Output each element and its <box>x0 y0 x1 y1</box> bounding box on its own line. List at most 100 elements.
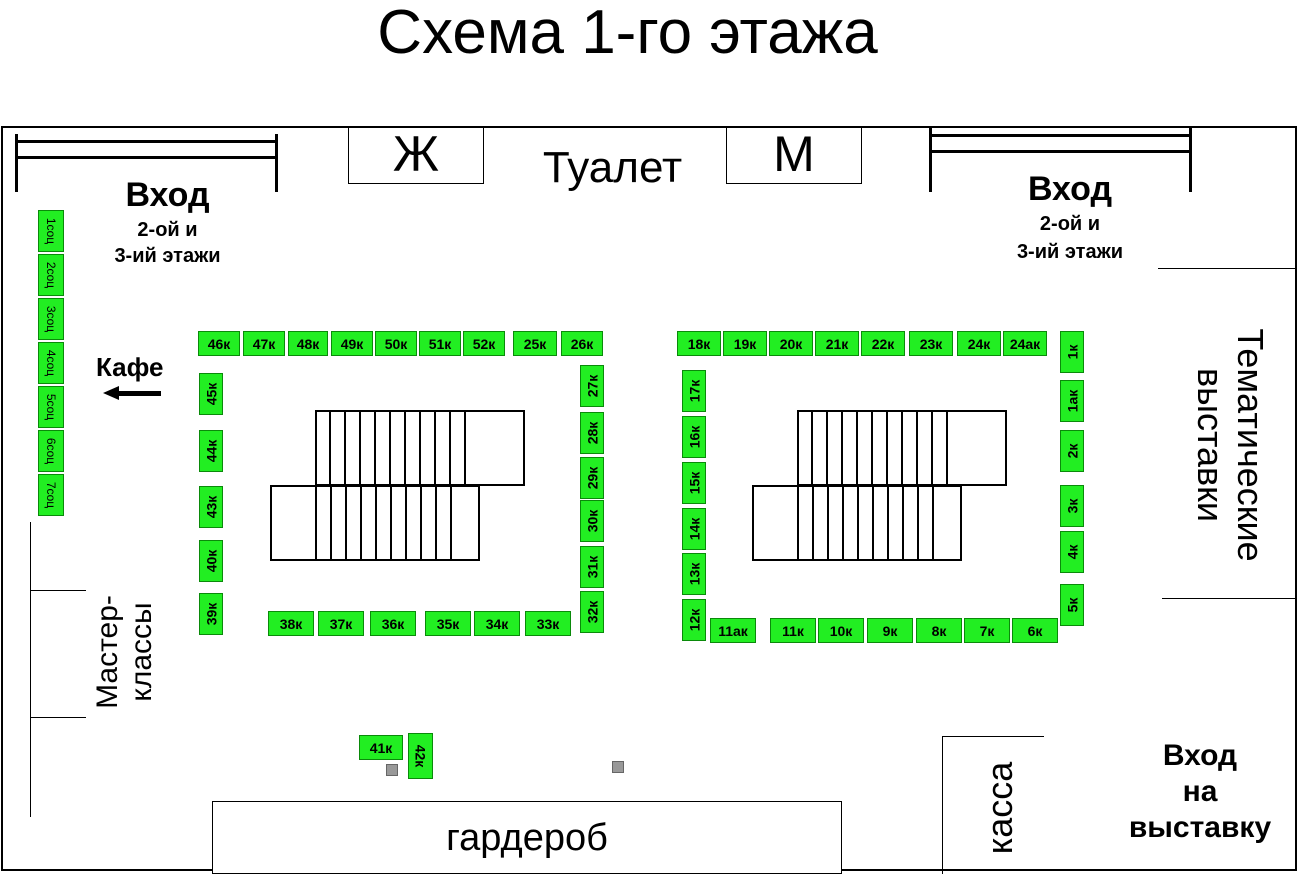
stall-22к: 22к <box>861 331 905 356</box>
stall-30к: 30к <box>580 500 604 542</box>
stall-7к: 7к <box>964 618 1010 643</box>
exhibition-entrance-line2: на <box>1182 775 1218 808</box>
stall-28к: 28к <box>580 412 604 454</box>
stall-14к: 14к <box>682 508 706 550</box>
stall-49к: 49к <box>331 331 373 356</box>
entrance-right-title: Вход <box>1027 170 1113 208</box>
stall-44к: 44к <box>199 430 223 472</box>
stall-12к: 12к <box>682 599 706 641</box>
stall-11к: 11к <box>770 618 816 643</box>
stall-19к: 19к <box>723 331 767 356</box>
stall-36к: 36к <box>370 611 416 636</box>
stall-3соц: 3соц <box>38 298 64 340</box>
cashier-wall-left <box>942 736 943 874</box>
stall-48к: 48к <box>288 331 328 356</box>
exhibition-entrance-line3: выставку <box>1128 811 1272 844</box>
stall-29к: 29к <box>580 457 604 499</box>
thematic-label: Тематические выставки <box>1190 295 1271 595</box>
toilet-label: Туалет <box>542 143 683 192</box>
stall-13к: 13к <box>682 553 706 595</box>
stall-42к: 42к <box>408 733 433 779</box>
stall-34к: 34к <box>474 611 520 636</box>
stall-32к: 32к <box>580 591 604 633</box>
master-line1: Мастер- <box>91 595 124 709</box>
stall-6соц: 6соц <box>38 430 64 472</box>
stall-25к: 25к <box>513 331 557 356</box>
thematic-divider-top <box>1158 268 1297 269</box>
master-classes-label: Мастер- классы <box>91 572 161 732</box>
stall-45к: 45к <box>199 373 223 415</box>
stall-1соц: 1соц <box>38 210 64 252</box>
stall-2соц: 2соц <box>38 254 64 296</box>
column-marker-1 <box>386 764 398 776</box>
stall-33к: 33к <box>525 611 571 636</box>
stall-3к: 3к <box>1060 485 1084 527</box>
column-marker-2 <box>612 761 624 773</box>
stall-51к: 51к <box>419 331 461 356</box>
stall-27к: 27к <box>580 365 604 407</box>
women-toilet: Ж <box>348 127 484 184</box>
entrance-right-line1: 2-ой и <box>1039 213 1101 235</box>
stall-8к: 8к <box>916 618 962 643</box>
staircase-left <box>270 410 525 561</box>
stall-35к: 35к <box>425 611 471 636</box>
stall-2к: 2к <box>1060 430 1084 472</box>
stall-41к: 41к <box>359 735 403 760</box>
stall-10к: 10к <box>818 618 864 643</box>
stall-39к: 39к <box>199 593 223 635</box>
stall-24ак: 24ак <box>1003 331 1047 356</box>
stall-52к: 52к <box>463 331 505 356</box>
stall-16к: 16к <box>682 416 706 458</box>
stall-38к: 38к <box>268 611 314 636</box>
thematic-line2: выставки <box>1190 367 1231 523</box>
staircase-right <box>752 410 1007 561</box>
women-toilet-label: Ж <box>392 126 440 182</box>
stall-47к: 47к <box>243 331 285 356</box>
stall-43к: 43к <box>199 486 223 528</box>
entrance-right-symbol <box>929 128 1192 192</box>
stall-1ак: 1ак <box>1060 380 1084 422</box>
men-toilet: М <box>726 127 862 184</box>
master-line2: классы <box>125 602 158 702</box>
stall-26к: 26к <box>561 331 603 356</box>
cashier-wall-top <box>942 736 1044 737</box>
master-divider-top <box>30 590 86 591</box>
stall-5к: 5к <box>1060 584 1084 626</box>
entrance-left-line2: 3-ий этажи <box>114 245 221 267</box>
stall-6к: 6к <box>1012 618 1058 643</box>
page-title: Схема 1-го этажа <box>377 0 878 67</box>
stall-23к: 23к <box>909 331 953 356</box>
entrance-right-line2: 3-ий этажи <box>1016 241 1124 263</box>
exhibition-entrance: Вход на выставку <box>1110 738 1290 846</box>
thematic-divider-bottom <box>1162 598 1297 599</box>
stall-46к: 46к <box>198 331 240 356</box>
master-wall <box>30 522 31 817</box>
stall-20к: 20к <box>769 331 813 356</box>
entrance-left-title: Вход <box>125 176 210 214</box>
stall-37к: 37к <box>318 611 364 636</box>
cashier-label: касса <box>979 761 1020 855</box>
stall-5соц: 5соц <box>38 386 64 428</box>
wardrobe-label: гардероб <box>446 816 608 859</box>
stall-11ак: 11ак <box>710 618 756 643</box>
stall-9к: 9к <box>867 618 913 643</box>
cafe-arrow-icon <box>103 386 161 400</box>
thematic-line1: Тематические <box>1230 328 1271 562</box>
stall-7соц: 7соц <box>38 474 64 516</box>
cafe-label: Кафе <box>96 352 164 382</box>
stall-4соц: 4соц <box>38 342 64 384</box>
stall-18к: 18к <box>677 331 721 356</box>
master-divider-bottom <box>30 717 86 718</box>
stall-50к: 50к <box>375 331 417 356</box>
stall-4к: 4к <box>1060 531 1084 573</box>
stall-1к: 1к <box>1060 331 1084 373</box>
entrance-left-line1: 2-ой и <box>137 219 198 241</box>
stall-15к: 15к <box>682 462 706 504</box>
wardrobe: гардероб <box>212 801 842 874</box>
stall-24к: 24к <box>957 331 1001 356</box>
exhibition-entrance-line1: Вход <box>1162 739 1238 772</box>
stall-21к: 21к <box>815 331 859 356</box>
stall-31к: 31к <box>580 546 604 588</box>
men-toilet-label: М <box>773 126 815 182</box>
stall-17к: 17к <box>682 370 706 412</box>
